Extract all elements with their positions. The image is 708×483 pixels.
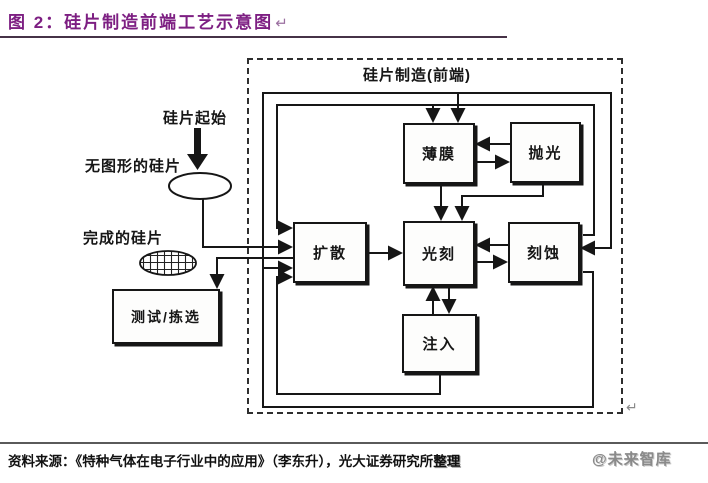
- node-implant: 注入: [402, 314, 477, 373]
- node-etch: 刻蚀: [508, 222, 580, 283]
- node-lithography: 光刻: [403, 221, 475, 286]
- node-polish: 抛光: [510, 122, 581, 183]
- completed-wafer-shape: [139, 250, 197, 276]
- paragraph-mark-icon: ↵: [275, 15, 288, 32]
- label-unpatterned-wafer: 无图形的硅片: [85, 158, 182, 175]
- fab-frontend-label: 硅片制造(前端): [363, 67, 471, 84]
- node-test-sort: 测试/拣选: [112, 289, 220, 344]
- label-completed-wafer: 完成的硅片: [83, 230, 164, 247]
- node-diffusion: 扩散: [293, 222, 367, 283]
- watermark-text: @未来智库: [592, 451, 672, 468]
- footer-divider: [0, 442, 708, 444]
- unpatterned-wafer-shape: [168, 172, 232, 200]
- title-underline: [0, 36, 507, 38]
- node-thin-film: 薄膜: [403, 123, 475, 184]
- wafer-start-arrow-icon: [187, 128, 208, 170]
- figure-title-text: 图 2：硅片制造前端工艺示意图: [8, 13, 274, 32]
- label-wafer-start: 硅片起始: [163, 110, 228, 127]
- paragraph-mark-icon: ↵: [626, 399, 638, 415]
- source-text-tail: 整理: [433, 454, 461, 469]
- source-text-main: 资料来源：《特种气体在电子行业中的应用》（李东升），光大证券研究所: [8, 454, 434, 469]
- source-text: 资料来源：《特种气体在电子行业中的应用》（李东升），光大证券研究所整理: [8, 450, 460, 470]
- figure-title: 图 2：硅片制造前端工艺示意图↵: [8, 8, 288, 33]
